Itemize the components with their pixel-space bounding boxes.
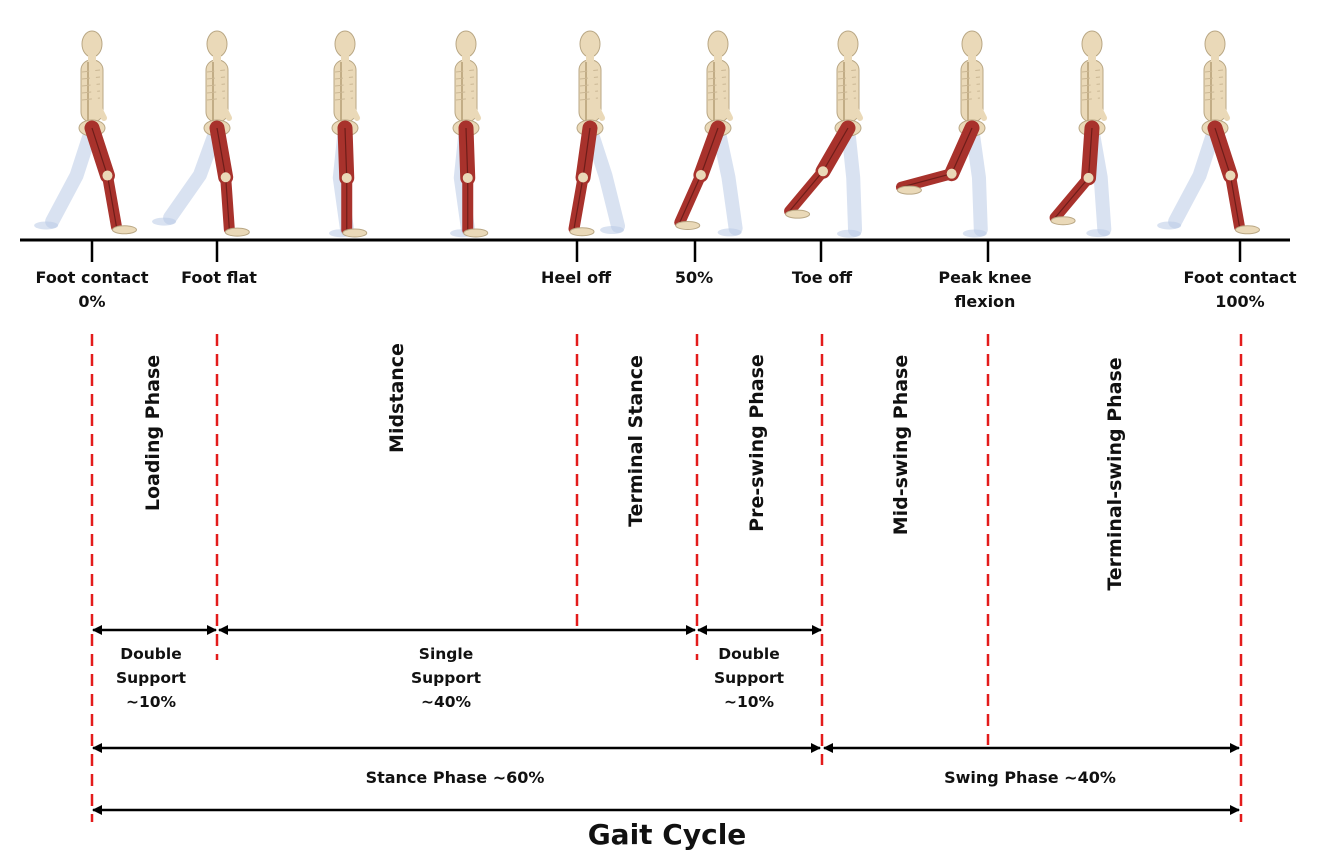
phase-label-mid-swing: Mid-swing Phase: [890, 354, 912, 536]
stance-phase-label: Stance Phase ~60%: [365, 768, 545, 787]
walker-5: [568, 30, 626, 237]
gait-cycle-title: Gait Cycle: [587, 818, 747, 851]
event-label-fifty-percent: 50%: [674, 268, 714, 287]
phase-label-loading: Loading Phase: [142, 354, 164, 512]
walker-10: [1157, 30, 1260, 235]
swing-phase-label: Swing Phase ~40%: [944, 768, 1116, 787]
event-label-foot-flat: Foot flat: [181, 268, 257, 287]
phase-label-terminal-swing: Terminal-swing Phase: [1104, 357, 1126, 591]
event-label-toe-off: Toe off: [791, 268, 853, 287]
event-ticks: [90, 240, 1242, 262]
walker-2: [152, 30, 250, 237]
walker-9: [1049, 30, 1112, 238]
phase-label-terminal-stance: Terminal Stance: [625, 355, 647, 527]
walker-7: [784, 30, 863, 238]
walking-figures: [34, 30, 1260, 238]
walker-1: [34, 30, 137, 235]
phase-label-pre-swing: Pre-swing Phase: [746, 354, 768, 532]
walker-4: [450, 30, 489, 238]
phase-dividers: [90, 334, 1243, 822]
walker-3: [329, 30, 368, 238]
phase-label-midstance: Midstance: [386, 343, 408, 453]
span-arrows: [92, 625, 1240, 815]
walker-8: [895, 30, 988, 238]
walker-6: [674, 30, 743, 237]
event-label-heel-off: Heel off: [540, 268, 612, 287]
